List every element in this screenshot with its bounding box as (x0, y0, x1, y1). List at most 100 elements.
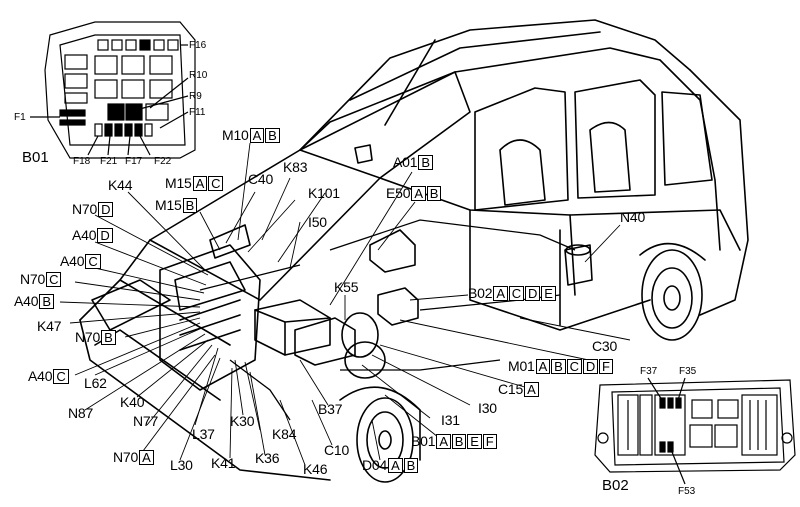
fuse-box-b02-title: B02 (602, 477, 629, 494)
component-code: M15 (165, 175, 192, 191)
fuse-label-f37: F37 (640, 366, 658, 377)
fuse-box-b01-title: B01 (22, 149, 49, 166)
component-code: B02 (468, 285, 493, 301)
component-label-l37: L37 (192, 427, 215, 442)
component-code: I50 (308, 214, 327, 230)
component-code: M01 (508, 358, 535, 374)
fuse-box-b02-drawing (594, 377, 796, 485)
variant-box: D (97, 228, 113, 243)
component-code: L30 (170, 457, 193, 473)
variant-box: F (482, 434, 497, 449)
component-code: C40 (248, 171, 274, 187)
variant-box: C (566, 359, 582, 374)
variant-box: A (524, 382, 539, 397)
component-label-i50: I50 (308, 215, 327, 230)
component-label-k44: K44 (108, 177, 133, 193)
component-code: A01 (393, 154, 418, 170)
variant-box: C (85, 254, 101, 269)
component-label-n77: N77 (133, 414, 158, 429)
component-label-l62: L62 (84, 376, 107, 391)
component-label-k47: K47 (37, 318, 62, 334)
component-code: K36 (255, 450, 280, 466)
variant-box: F (599, 359, 613, 374)
fuse-label-f1: F1 (14, 112, 26, 123)
component-code: A40 (14, 293, 39, 309)
variant-box: D (98, 202, 114, 217)
variant-box: A (436, 434, 451, 449)
variant-box: C (508, 286, 524, 301)
component-code: N70 (72, 201, 98, 217)
fuse-label-f11: F11 (189, 107, 206, 118)
component-code: C30 (592, 338, 618, 354)
component-code: I31 (441, 412, 460, 428)
variant-box: B (551, 359, 566, 374)
component-code: K41 (211, 455, 236, 471)
component-code: B37 (318, 401, 343, 417)
fuse-label-f22: F22 (154, 156, 172, 167)
variant-box: E (467, 434, 482, 449)
variant-box: A (249, 128, 265, 143)
variant-box: C (46, 272, 62, 287)
component-code: D04 (362, 457, 388, 473)
fuse-label-f21: F21 (100, 156, 118, 167)
component-code: N77 (133, 413, 159, 429)
component-code: N87 (68, 405, 94, 421)
component-code: K47 (37, 318, 62, 334)
component-label-k84: K84 (272, 426, 297, 442)
component-label-c40: C40 (248, 172, 273, 187)
component-code: K101 (308, 185, 340, 201)
component-code: K84 (272, 426, 297, 442)
component-label-l30: L30 (170, 458, 193, 473)
variant-box: B (451, 434, 467, 449)
component-label-k46: K46 (303, 461, 328, 477)
fuse-label-f16: F16 (189, 40, 207, 51)
component-code: I30 (478, 400, 497, 416)
component-code: K55 (334, 279, 359, 295)
component-label-c10: C10 (324, 443, 349, 458)
component-code: K44 (108, 177, 133, 193)
component-label-k30: K30 (230, 414, 255, 429)
fuse-box-b01-drawing (30, 21, 196, 159)
component-code: M10 (222, 127, 249, 143)
fuse-label-r9: R9 (189, 91, 202, 102)
component-code: A40 (60, 253, 85, 269)
variant-box: A (139, 450, 154, 465)
component-label-n87: N87 (68, 406, 93, 421)
component-code: M15 (155, 197, 182, 213)
component-label-k41: K41 (211, 455, 236, 471)
component-code: N70 (75, 329, 101, 345)
component-label-k40: K40 (120, 395, 145, 410)
variant-box: B (426, 186, 442, 201)
variant-box: B (182, 198, 198, 213)
component-label-c30: C30 (592, 339, 617, 354)
fuse-label-f18: F18 (73, 156, 91, 167)
variant-box: A (388, 458, 403, 473)
variant-box: B (39, 294, 54, 309)
component-label-i31: I31 (441, 413, 460, 428)
variant-box: E (541, 286, 556, 301)
fuse-label-f53: F53 (678, 486, 696, 497)
component-code: K46 (303, 461, 328, 477)
component-code: L62 (84, 375, 107, 391)
component-code: C15 (498, 381, 524, 397)
variant-box: C (208, 176, 224, 191)
component-code: B01 (411, 433, 436, 449)
component-label-n40: N40 (620, 210, 645, 225)
fuse-label-r10: R10 (189, 70, 208, 81)
variant-box: A (535, 359, 551, 374)
